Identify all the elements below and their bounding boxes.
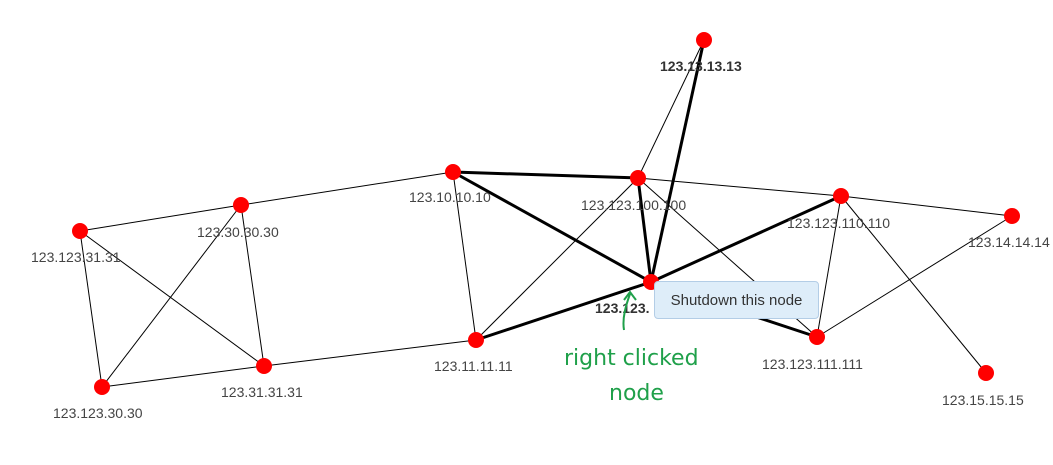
node-label: 123.123.30.30 — [53, 405, 143, 421]
edge-n30-n31a — [79, 204, 242, 232]
edge-n100-n110 — [637, 177, 842, 197]
node-label: 123.123.100.100 — [581, 197, 686, 213]
node-label: 123.31.31.31 — [221, 384, 303, 400]
edge-n10-n30 — [240, 171, 454, 206]
annotation-line-1: right clicked — [564, 346, 699, 371]
node-n100[interactable] — [630, 170, 646, 186]
nodes-layer — [72, 32, 1020, 395]
annotation-line-2: node — [609, 381, 664, 406]
labels-layer: 123.13.13.13 123.10.10.10 123.123.100.100 1… — [31, 58, 1050, 421]
context-menu[interactable]: Shutdown this node — [654, 281, 819, 319]
node-label: 123.123.31.31 — [31, 249, 121, 265]
edge-n13-n100 — [637, 39, 705, 179]
node-n31a[interactable] — [72, 223, 88, 239]
edges-layer — [79, 39, 1013, 388]
edge-nR-n11 — [475, 280, 652, 342]
edge-n10-n100 — [452, 170, 639, 180]
node-label: 123.10.10.10 — [409, 189, 491, 205]
node-n110[interactable] — [833, 188, 849, 204]
edge-n31a-n31 — [79, 230, 265, 367]
node-n3030[interactable] — [94, 379, 110, 395]
edge-n110-n15 — [840, 195, 987, 374]
node-label: 123.11.11.11 — [434, 358, 513, 374]
node-label: 123.123.110.110 — [787, 215, 890, 231]
edge-n10-nR — [452, 170, 652, 284]
node-n11[interactable] — [468, 332, 484, 348]
node-n14[interactable] — [1004, 208, 1020, 224]
node-label: 123.30.30.30 — [197, 224, 279, 240]
node-n30[interactable] — [233, 197, 249, 213]
node-n10[interactable] — [445, 164, 461, 180]
node-n111[interactable] — [809, 329, 825, 345]
edge-n30-n3030 — [101, 204, 242, 388]
shutdown-node-menu-item[interactable]: Shutdown this node — [670, 291, 803, 309]
node-label: 123.123. — [595, 300, 650, 316]
edge-nR-n110 — [650, 194, 842, 284]
node-n15[interactable] — [978, 365, 994, 381]
node-label: 123.15.15.15 — [942, 392, 1024, 408]
edge-n30-n31 — [240, 204, 265, 367]
edge-n100-nR — [636, 177, 653, 283]
node-label: 123.13.13.13 — [660, 58, 742, 74]
edge-n10-n11 — [452, 171, 477, 341]
edge-n14-n111 — [816, 215, 1013, 338]
edge-n11-n31 — [263, 339, 477, 367]
edge-n110-n14 — [840, 195, 1013, 217]
node-n13[interactable] — [696, 32, 712, 48]
edge-n13-nR — [649, 39, 706, 283]
edge-n110-n111 — [816, 195, 842, 338]
edge-n31a-n3030 — [79, 230, 103, 388]
edge-n3030-n31 — [101, 365, 265, 388]
node-n31[interactable] — [256, 358, 272, 374]
handwritten-annotation: right clicked node — [564, 290, 699, 406]
node-label: 123.123.111.111 — [762, 356, 863, 372]
edge-n100-n11 — [475, 177, 639, 341]
node-label: 123.14.14.14 — [968, 234, 1050, 250]
annotation-arrow — [622, 290, 637, 331]
